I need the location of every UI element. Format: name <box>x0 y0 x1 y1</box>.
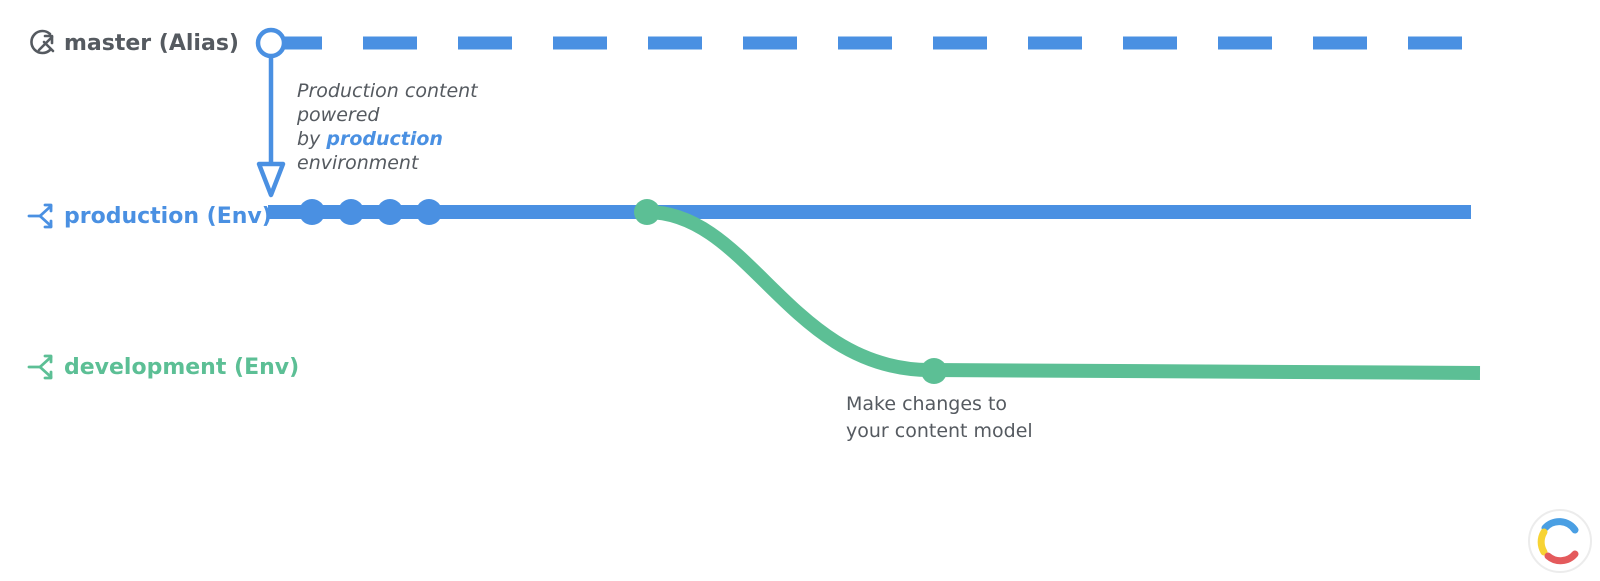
development-lane: development (Env) <box>27 199 1481 384</box>
master-lane: master (Alias) <box>30 27 1468 198</box>
development-annotation: Make changes to your content model <box>846 393 1033 442</box>
development-commit-node <box>921 358 947 384</box>
alias-pointer-arrowhead <box>256 161 286 198</box>
production-commit-node <box>338 199 364 225</box>
alias-origin-node <box>255 27 287 59</box>
alias-annotation-line-3-prefix: by <box>297 128 326 150</box>
production-commit-node <box>416 199 442 225</box>
branch-point-node <box>634 199 660 225</box>
alias-annotation-line-1: Production content <box>297 80 479 102</box>
development-annotation-line-2: your content model <box>846 420 1033 442</box>
development-branch-curve <box>640 205 937 377</box>
logo-yellow-arc <box>1537 528 1548 556</box>
development-annotation-line-1: Make changes to <box>846 393 1007 415</box>
alias-icon <box>30 29 55 55</box>
alias-annotation-line-2: powered <box>296 104 380 126</box>
production-lane: production (Env) <box>27 199 1471 229</box>
alias-annotation: Production content powered by production… <box>296 80 484 174</box>
production-lane-label: production (Env) <box>64 204 272 229</box>
alias-annotation-highlight: production <box>325 128 443 150</box>
development-line <box>929 363 1481 380</box>
logo-red-arc <box>1544 550 1579 565</box>
logo-blue-arc <box>1541 518 1579 534</box>
development-lane-label: development (Env) <box>64 355 299 380</box>
master-lane-label: master (Alias) <box>64 31 239 56</box>
production-commit-node <box>377 199 403 225</box>
environment-branch-icon <box>27 203 53 229</box>
contentful-logo <box>1528 509 1592 573</box>
alias-annotation-line-4: environment <box>297 152 420 174</box>
environment-branch-icon <box>27 354 53 380</box>
production-commit-node <box>299 199 325 225</box>
